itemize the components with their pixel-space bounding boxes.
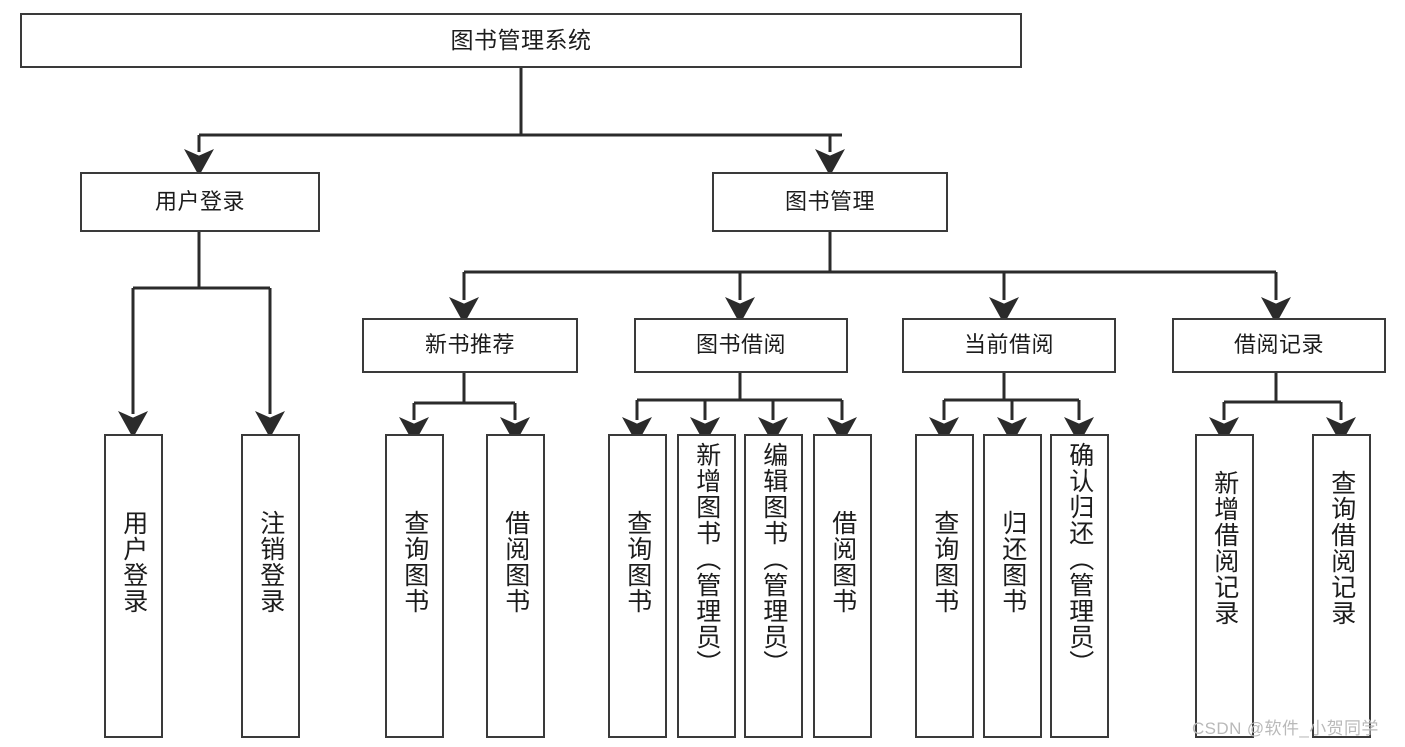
node-new-book-recommend[interactable]: 新书推荐	[362, 318, 578, 373]
node-label: 新增图书（管理员）	[692, 442, 721, 676]
node-label: 当前借阅	[963, 332, 1054, 358]
node-root-system[interactable]: 图书管理系统	[20, 13, 1022, 68]
node-book-borrow[interactable]: 图书借阅	[634, 318, 848, 373]
leaf-add-book[interactable]: 新增图书（管理员）	[677, 434, 736, 738]
leaf-return-book[interactable]: 归还图书	[983, 434, 1042, 738]
leaf-query-book-1[interactable]: 查询图书	[385, 434, 444, 738]
node-label: 图书管理系统	[450, 26, 592, 53]
leaf-edit-book[interactable]: 编辑图书（管理员）	[744, 434, 803, 738]
node-label: 图书管理	[784, 188, 875, 214]
node-label: 借阅图书	[501, 510, 530, 614]
node-user-login[interactable]: 用户登录	[80, 172, 320, 232]
node-label: 借阅记录	[1233, 332, 1324, 358]
node-label: 新增借阅记录	[1210, 470, 1239, 626]
node-label: 借阅图书	[828, 510, 857, 614]
node-label: 查询借阅记录	[1327, 470, 1356, 626]
leaf-confirm-return[interactable]: 确认归还（管理员）	[1050, 434, 1109, 738]
leaf-query-book-3[interactable]: 查询图书	[915, 434, 974, 738]
leaf-user-login[interactable]: 用户登录	[104, 434, 163, 738]
node-label: 图书借阅	[695, 332, 786, 358]
leaf-add-record[interactable]: 新增借阅记录	[1195, 434, 1254, 738]
leaf-query-record[interactable]: 查询借阅记录	[1312, 434, 1371, 738]
node-label: 归还图书	[998, 510, 1027, 614]
leaf-query-book-2[interactable]: 查询图书	[608, 434, 667, 738]
node-label: 用户登录	[119, 510, 148, 614]
node-label: 注销登录	[256, 510, 285, 614]
node-label: 查询图书	[400, 510, 429, 614]
leaf-user-logout[interactable]: 注销登录	[241, 434, 300, 738]
node-book-management[interactable]: 图书管理	[712, 172, 948, 232]
node-label: 编辑图书（管理员）	[759, 442, 788, 676]
watermark-csdn: CSDN @软件_小贺同学	[1192, 719, 1379, 738]
node-label: 用户登录	[154, 188, 245, 214]
node-label: 新书推荐	[424, 332, 515, 358]
node-label: 确认归还（管理员）	[1065, 442, 1094, 676]
node-label: 查询图书	[623, 510, 652, 614]
node-borrow-record[interactable]: 借阅记录	[1172, 318, 1386, 373]
node-label: 查询图书	[930, 510, 959, 614]
node-current-borrow[interactable]: 当前借阅	[902, 318, 1116, 373]
leaf-borrow-book-1[interactable]: 借阅图书	[486, 434, 545, 738]
leaf-borrow-book-2[interactable]: 借阅图书	[813, 434, 872, 738]
